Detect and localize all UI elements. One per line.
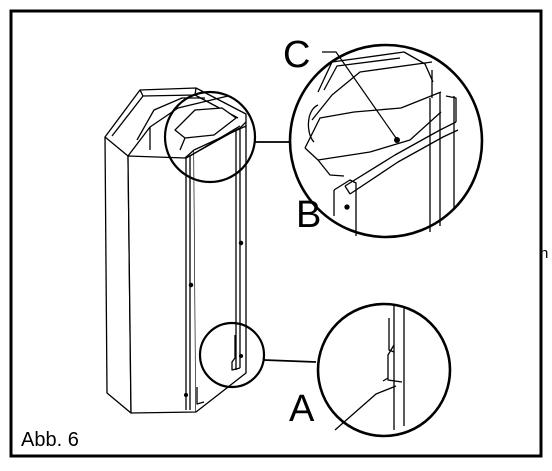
- detail-enlarged-bottom: [318, 304, 450, 436]
- label-c: C: [283, 34, 311, 76]
- figure-caption: Abb. 6: [21, 429, 79, 451]
- detail-circle-top-small: [165, 92, 255, 182]
- edge-text-fragment: n: [540, 245, 549, 262]
- detail-enlarged-top: [290, 45, 482, 237]
- figure-frame: [11, 11, 541, 456]
- label-a: A: [289, 388, 315, 430]
- heater-tower: [105, 88, 246, 413]
- label-b: B: [296, 194, 322, 236]
- detail-circle-bottom-small: [200, 323, 264, 387]
- leader-line-bottom: [264, 360, 316, 362]
- tower-left-panel: [105, 137, 131, 413]
